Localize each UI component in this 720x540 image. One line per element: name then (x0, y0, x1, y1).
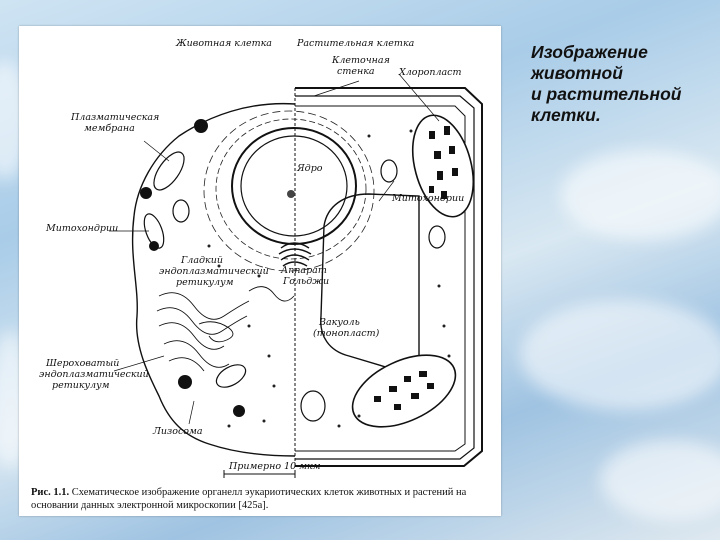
label-rough-er: Шероховатый (46, 358, 120, 369)
cell-diagram-figure: Животная клетка Растительная клетка Клет… (19, 26, 501, 516)
plant-plasma-membrane (295, 105, 466, 452)
caption-prefix: Рис. 1.1. (31, 487, 70, 498)
nucleus-outer (231, 127, 357, 245)
lysosome (178, 375, 192, 389)
lysosome (194, 119, 208, 133)
animal-plasma-membrane (131, 102, 296, 457)
label-smooth-er: эндоплазматический (159, 266, 269, 277)
label-rough-er: ретикулум (52, 380, 110, 391)
label-rough-er: эндоплазматический (39, 369, 149, 380)
chloroplast-top (411, 114, 475, 218)
label-golgi: Гольджи (283, 276, 330, 287)
mitochondrion (172, 199, 190, 223)
golgi-apparatus (278, 242, 312, 267)
cell-wall-outer (295, 87, 483, 467)
label-plant-cell: Растительная клетка (297, 38, 415, 49)
slide-title-line: Изображение (531, 42, 648, 62)
label-mitochondria-left: Митохондрии (46, 223, 119, 234)
vacuole (320, 193, 420, 374)
mitochondrion (143, 213, 165, 249)
lysosome (140, 187, 152, 199)
nucleus-inner (240, 135, 348, 237)
slide-title-line: клетки. (531, 105, 601, 125)
label-vacuole: Вакуоль (319, 317, 360, 328)
cell-diagram (109, 73, 483, 478)
label-plasma-membrane: Плазматическая (71, 112, 160, 123)
endoplasmic-reticulum (156, 286, 295, 372)
cell-wall-inner (295, 95, 475, 460)
label-nucleus: Ядро (297, 163, 323, 174)
label-plasma-membrane: мембрана (84, 123, 135, 134)
label-vacuole: (тонопласт) (313, 328, 380, 339)
background-cloud (600, 440, 720, 520)
background-cloud (520, 300, 720, 410)
mitochondrion (215, 364, 247, 388)
slide-title: Изображение животной и растительной клет… (531, 42, 711, 126)
label-mitochondria-right: Митохондрии (392, 193, 465, 204)
er-ring (203, 110, 375, 272)
caption-text: Схематическое изображение органелл эукар… (31, 487, 467, 511)
label-scale: Примерно 10 мкм (229, 461, 321, 472)
mitochondrion (153, 151, 185, 191)
label-lysosome: Лизосома (153, 426, 203, 437)
chloroplast-grana (374, 371, 434, 410)
chloroplast-bottom (351, 354, 457, 428)
label-smooth-er: ретикулум (176, 277, 234, 288)
slide-title-line: и растительной (531, 84, 682, 104)
label-golgi: Аппарат (281, 265, 327, 276)
mitochondrion (428, 225, 446, 249)
background-cloud (560, 150, 720, 240)
ribosomes (207, 129, 451, 428)
mitochondrion (300, 390, 326, 422)
label-cell-wall: Клеточная (332, 55, 390, 66)
label-smooth-er: Гладкий (181, 255, 223, 266)
leader-lines (109, 73, 440, 425)
slide-title-line: животной (531, 63, 623, 83)
mitochondrion (380, 159, 398, 183)
figure-caption: Рис. 1.1. Схематическое изображение орга… (31, 486, 493, 512)
chloroplast-grana (429, 126, 458, 199)
label-animal-cell: Животная клетка (176, 38, 272, 49)
nucleolus (287, 190, 295, 198)
label-cell-wall: стенка (337, 66, 375, 77)
er-ring (215, 118, 367, 260)
lysosome (233, 405, 245, 417)
label-chloroplast: Хлоропласт (399, 67, 462, 78)
lysosome (149, 241, 159, 251)
